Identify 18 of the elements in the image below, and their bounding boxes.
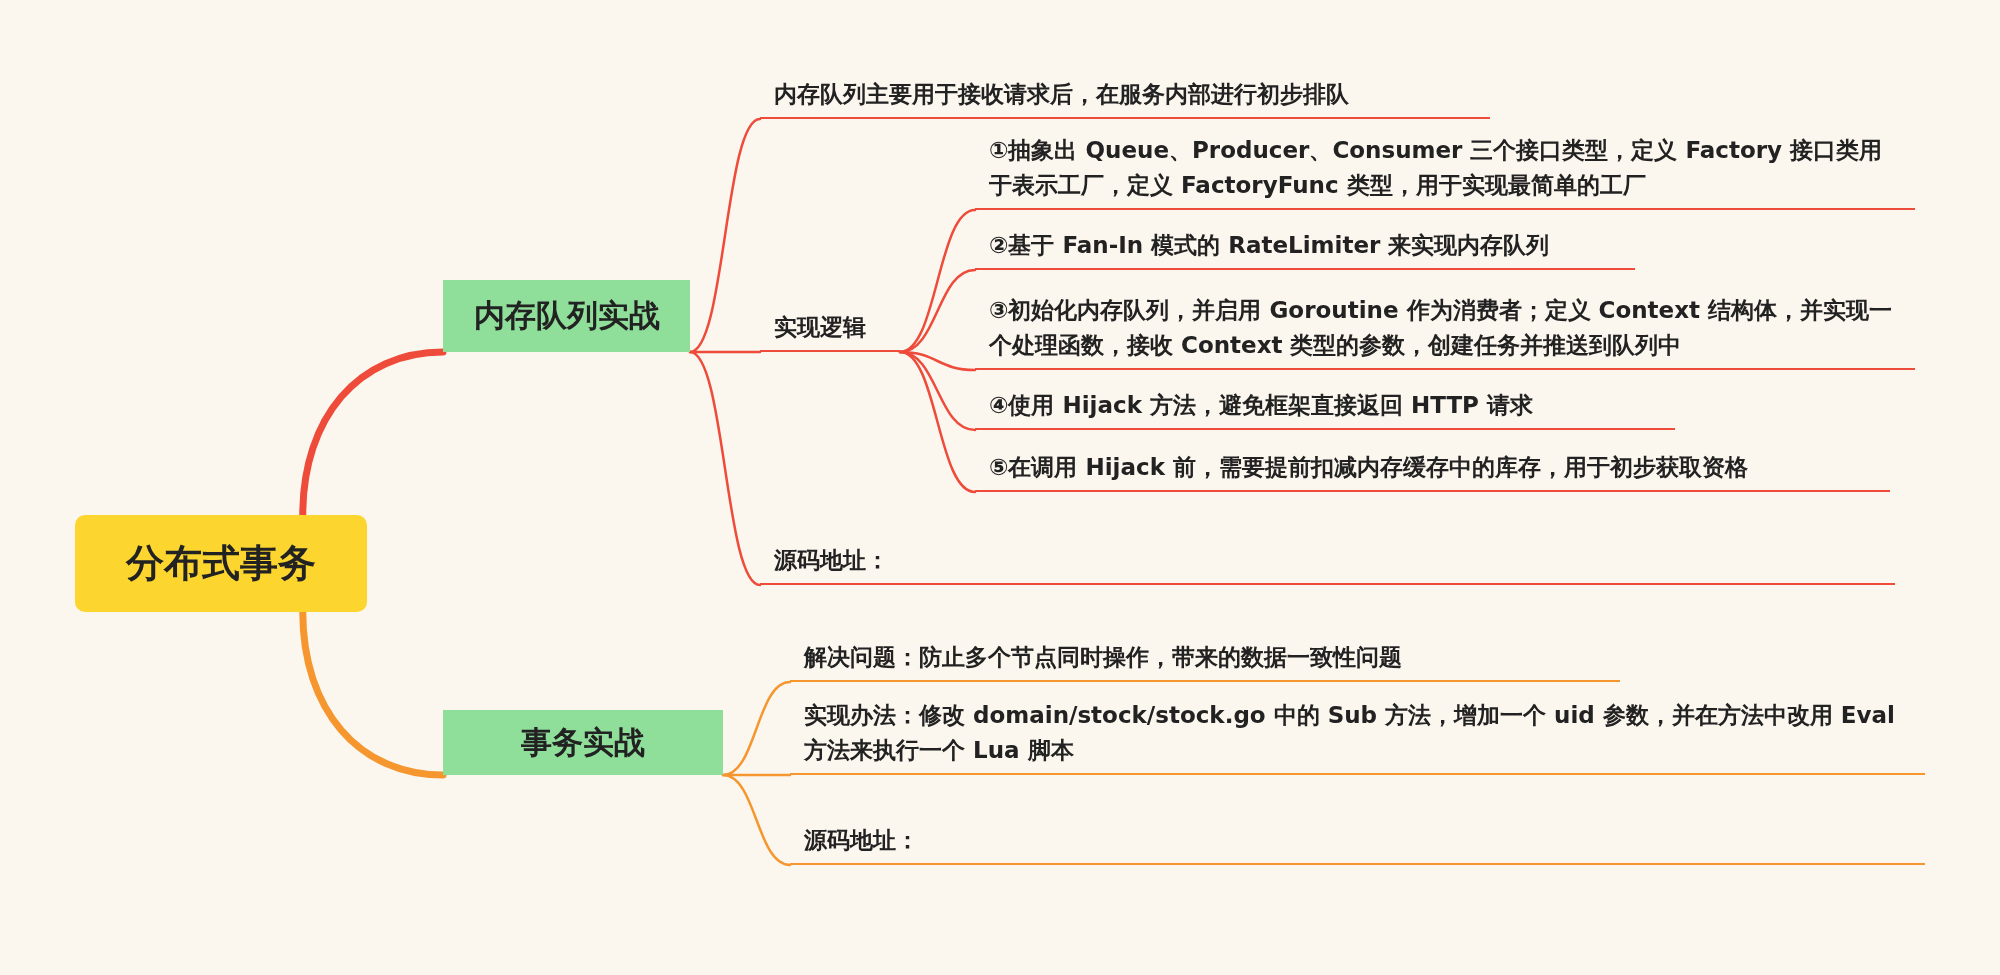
root-topic-box: 分布式事务 bbox=[75, 515, 367, 612]
subtopic-label: ③初始化内存队列，并启用 Goroutine 作为消费者；定义 Context 结构体，并实现一个处理函数，接收 Context 类型的参数，创建任务并推送到队列中 bbox=[975, 288, 1915, 370]
connector-line bbox=[898, 350, 977, 494]
subtopic-label: 源码地址： bbox=[760, 500, 1895, 585]
branch-topic-box: 事务实战 bbox=[443, 710, 723, 775]
subtopic-label: 源码地址： bbox=[790, 790, 1925, 865]
subtopic-label: 解决问题：防止多个节点同时操作，带来的数据一致性问题 bbox=[790, 640, 1620, 682]
subtopic-label: 内存队列主要用于接收请求后，在服务内部进行初步排队 bbox=[760, 75, 1490, 119]
subtopic-label: ④使用 Hijack 方法，避免框架直接返回 HTTP 请求 bbox=[975, 388, 1675, 430]
connector-line bbox=[721, 773, 792, 867]
branch-topic-box: 内存队列实战 bbox=[443, 280, 690, 352]
subtopic-label: ①抽象出 Queue、Producer、Consumer 三个接口类型，定义 Factory 接口类用于表示工厂，定义 FactoryFunc 类型，用于实现最简单的工厂 bbox=[975, 128, 1915, 210]
connector-line bbox=[688, 117, 762, 354]
subtopic-label: ⑤在调用 Hijack 前，需要提前扣减内存缓存中的库存，用于初步获取资格 bbox=[975, 450, 1890, 492]
subtopic-label: ②基于 Fan-In 模式的 RateLimiter 来实现内存队列 bbox=[975, 228, 1635, 270]
connector-line bbox=[688, 350, 762, 587]
subtopic-label: 实现逻辑 bbox=[760, 305, 900, 352]
subtopic-label: 实现办法：修改 domain/stock/stock.go 中的 Sub 方法，增加一个 uid 参数，并在方法中改用 Eval 方法来执行一个 Lua 脚本 bbox=[790, 690, 1925, 775]
